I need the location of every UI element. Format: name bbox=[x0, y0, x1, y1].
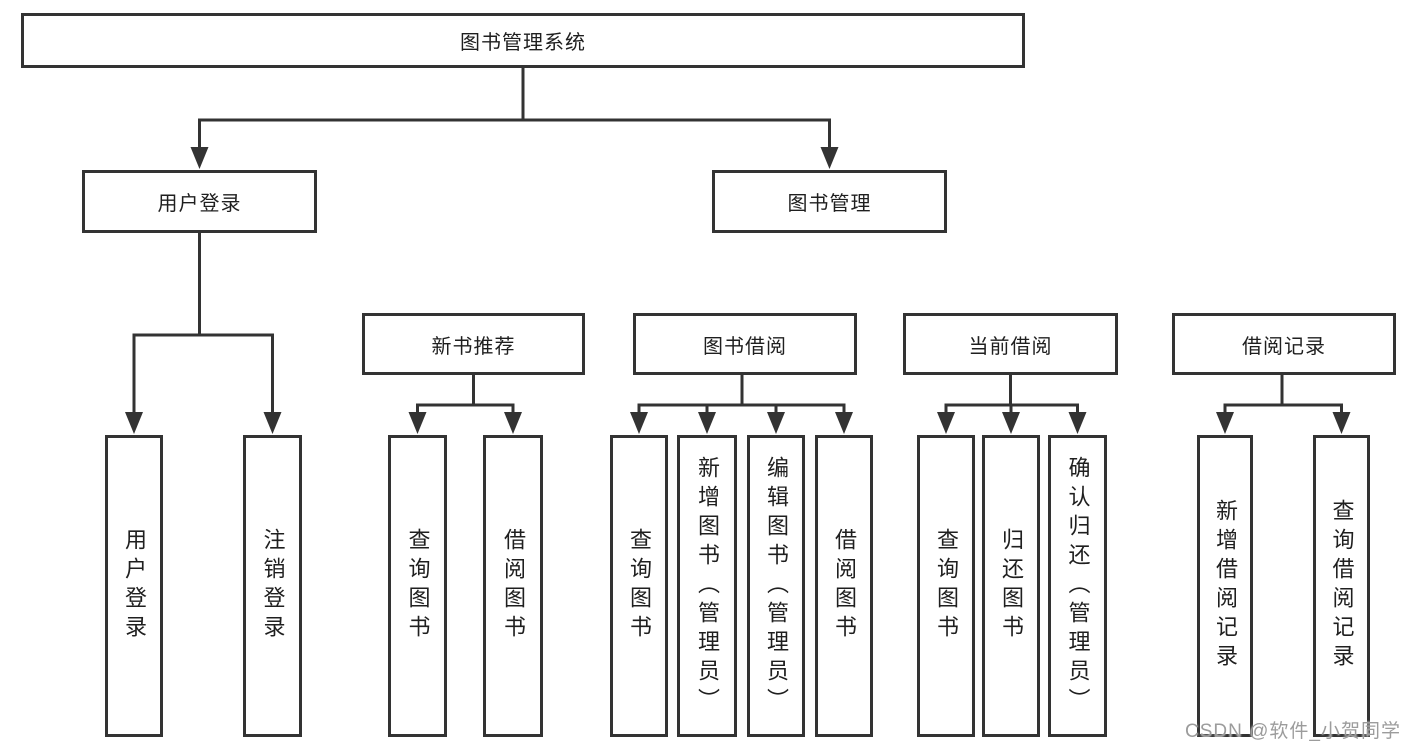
leaf-query-books-borrow-label: 查询图书 bbox=[627, 528, 652, 644]
leaf-add-book-admin: 新增图书（管理员） bbox=[677, 435, 737, 737]
leaf-query-books-current-label: 查询图书 bbox=[934, 528, 959, 644]
node-current-borrow: 当前借阅 bbox=[903, 313, 1118, 375]
leaf-query-books-recommend: 查询图书 bbox=[388, 435, 447, 737]
leaf-edit-book-admin: 编辑图书（管理员） bbox=[747, 435, 805, 737]
node-user-login-label: 用户登录 bbox=[157, 193, 242, 215]
leaf-add-book-admin-label: 新增图书（管理员） bbox=[695, 455, 720, 717]
node-borrow-records: 借阅记录 bbox=[1172, 313, 1396, 375]
watermark: CSDN @软件_小贺同学 bbox=[1185, 721, 1401, 742]
leaf-return-book-label: 归还图书 bbox=[999, 528, 1024, 644]
leaf-borrow-books-recommend-label: 借阅图书 bbox=[501, 528, 526, 644]
node-new-book-recommend-label: 新书推荐 bbox=[431, 335, 516, 358]
leaf-user-login: 用户登录 bbox=[105, 435, 163, 737]
leaf-user-login-label: 用户登录 bbox=[122, 528, 147, 644]
leaf-query-books-borrow: 查询图书 bbox=[610, 435, 668, 737]
leaf-confirm-return-admin: 确认归还（管理员） bbox=[1048, 435, 1107, 737]
leaf-query-books-current: 查询图书 bbox=[917, 435, 975, 737]
node-new-book-recommend: 新书推荐 bbox=[362, 313, 585, 375]
leaf-query-borrow-record: 查询借阅记录 bbox=[1313, 435, 1370, 737]
leaf-query-books-recommend-label: 查询图书 bbox=[405, 528, 431, 644]
leaf-logout-login-label: 注销登录 bbox=[260, 528, 286, 644]
leaf-edit-book-admin-label: 编辑图书（管理员） bbox=[764, 455, 789, 717]
node-library-system: 图书管理系统 bbox=[21, 13, 1025, 68]
leaf-add-borrow-record: 新增借阅记录 bbox=[1197, 435, 1253, 737]
leaf-borrow-books-recommend: 借阅图书 bbox=[483, 435, 543, 737]
node-book-management-label: 图书管理 bbox=[787, 193, 872, 215]
arrowhead-icons bbox=[125, 147, 1351, 434]
node-library-system-label: 图书管理系统 bbox=[460, 32, 586, 54]
leaf-return-book: 归还图书 bbox=[982, 435, 1040, 737]
node-user-login: 用户登录 bbox=[82, 170, 317, 233]
leaf-logout-login: 注销登录 bbox=[243, 435, 302, 737]
leaf-borrow-books-label: 借阅图书 bbox=[832, 528, 857, 644]
node-current-borrow-label: 当前借阅 bbox=[968, 335, 1053, 358]
leaf-add-borrow-record-label: 新增借阅记录 bbox=[1213, 499, 1238, 673]
node-book-management: 图书管理 bbox=[712, 170, 947, 233]
node-book-borrow-label: 图书借阅 bbox=[703, 335, 787, 358]
node-book-borrow: 图书借阅 bbox=[633, 313, 857, 375]
leaf-confirm-return-admin-label: 确认归还（管理员） bbox=[1065, 455, 1091, 717]
leaf-query-borrow-record-label: 查询借阅记录 bbox=[1329, 499, 1355, 673]
leaf-borrow-books: 借阅图书 bbox=[815, 435, 873, 737]
node-borrow-records-label: 借阅记录 bbox=[1242, 335, 1326, 358]
